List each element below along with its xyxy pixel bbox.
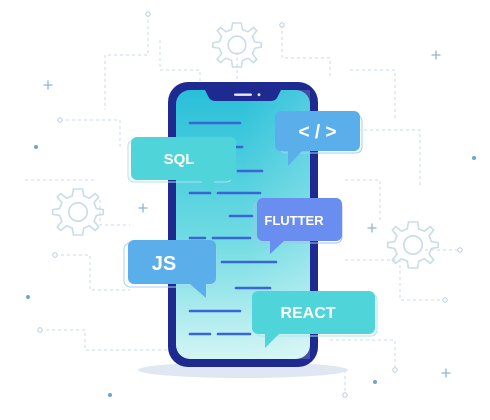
gear-icon: [51, 188, 105, 236]
sparkle-icon: [431, 50, 441, 60]
flutter-label: FLUTTER: [264, 213, 324, 228]
circuit-lines: [25, 14, 460, 395]
flutter-bubble: FLUTTER: [253, 198, 343, 254]
react-label: REACT: [280, 305, 335, 322]
gear-icon: [386, 221, 440, 269]
sparkle-icon: [441, 368, 451, 378]
js-bubble: JS: [123, 240, 217, 298]
code-bubble: < / >: [275, 111, 363, 166]
react-bubble: REACT: [252, 291, 378, 348]
code-icon: < / >: [298, 122, 336, 143]
sparkle-dot: [26, 145, 476, 397]
sparkle-icon: [138, 203, 148, 213]
sql-label: SQL: [164, 151, 195, 168]
sparkle-icon: [367, 223, 377, 233]
js-label: JS: [152, 253, 176, 275]
sparkle-icon: [43, 80, 53, 90]
circuit-dots: [37, 11, 463, 398]
code-lines: [188, 121, 278, 336]
sql-bubble: SQL: [127, 137, 236, 195]
